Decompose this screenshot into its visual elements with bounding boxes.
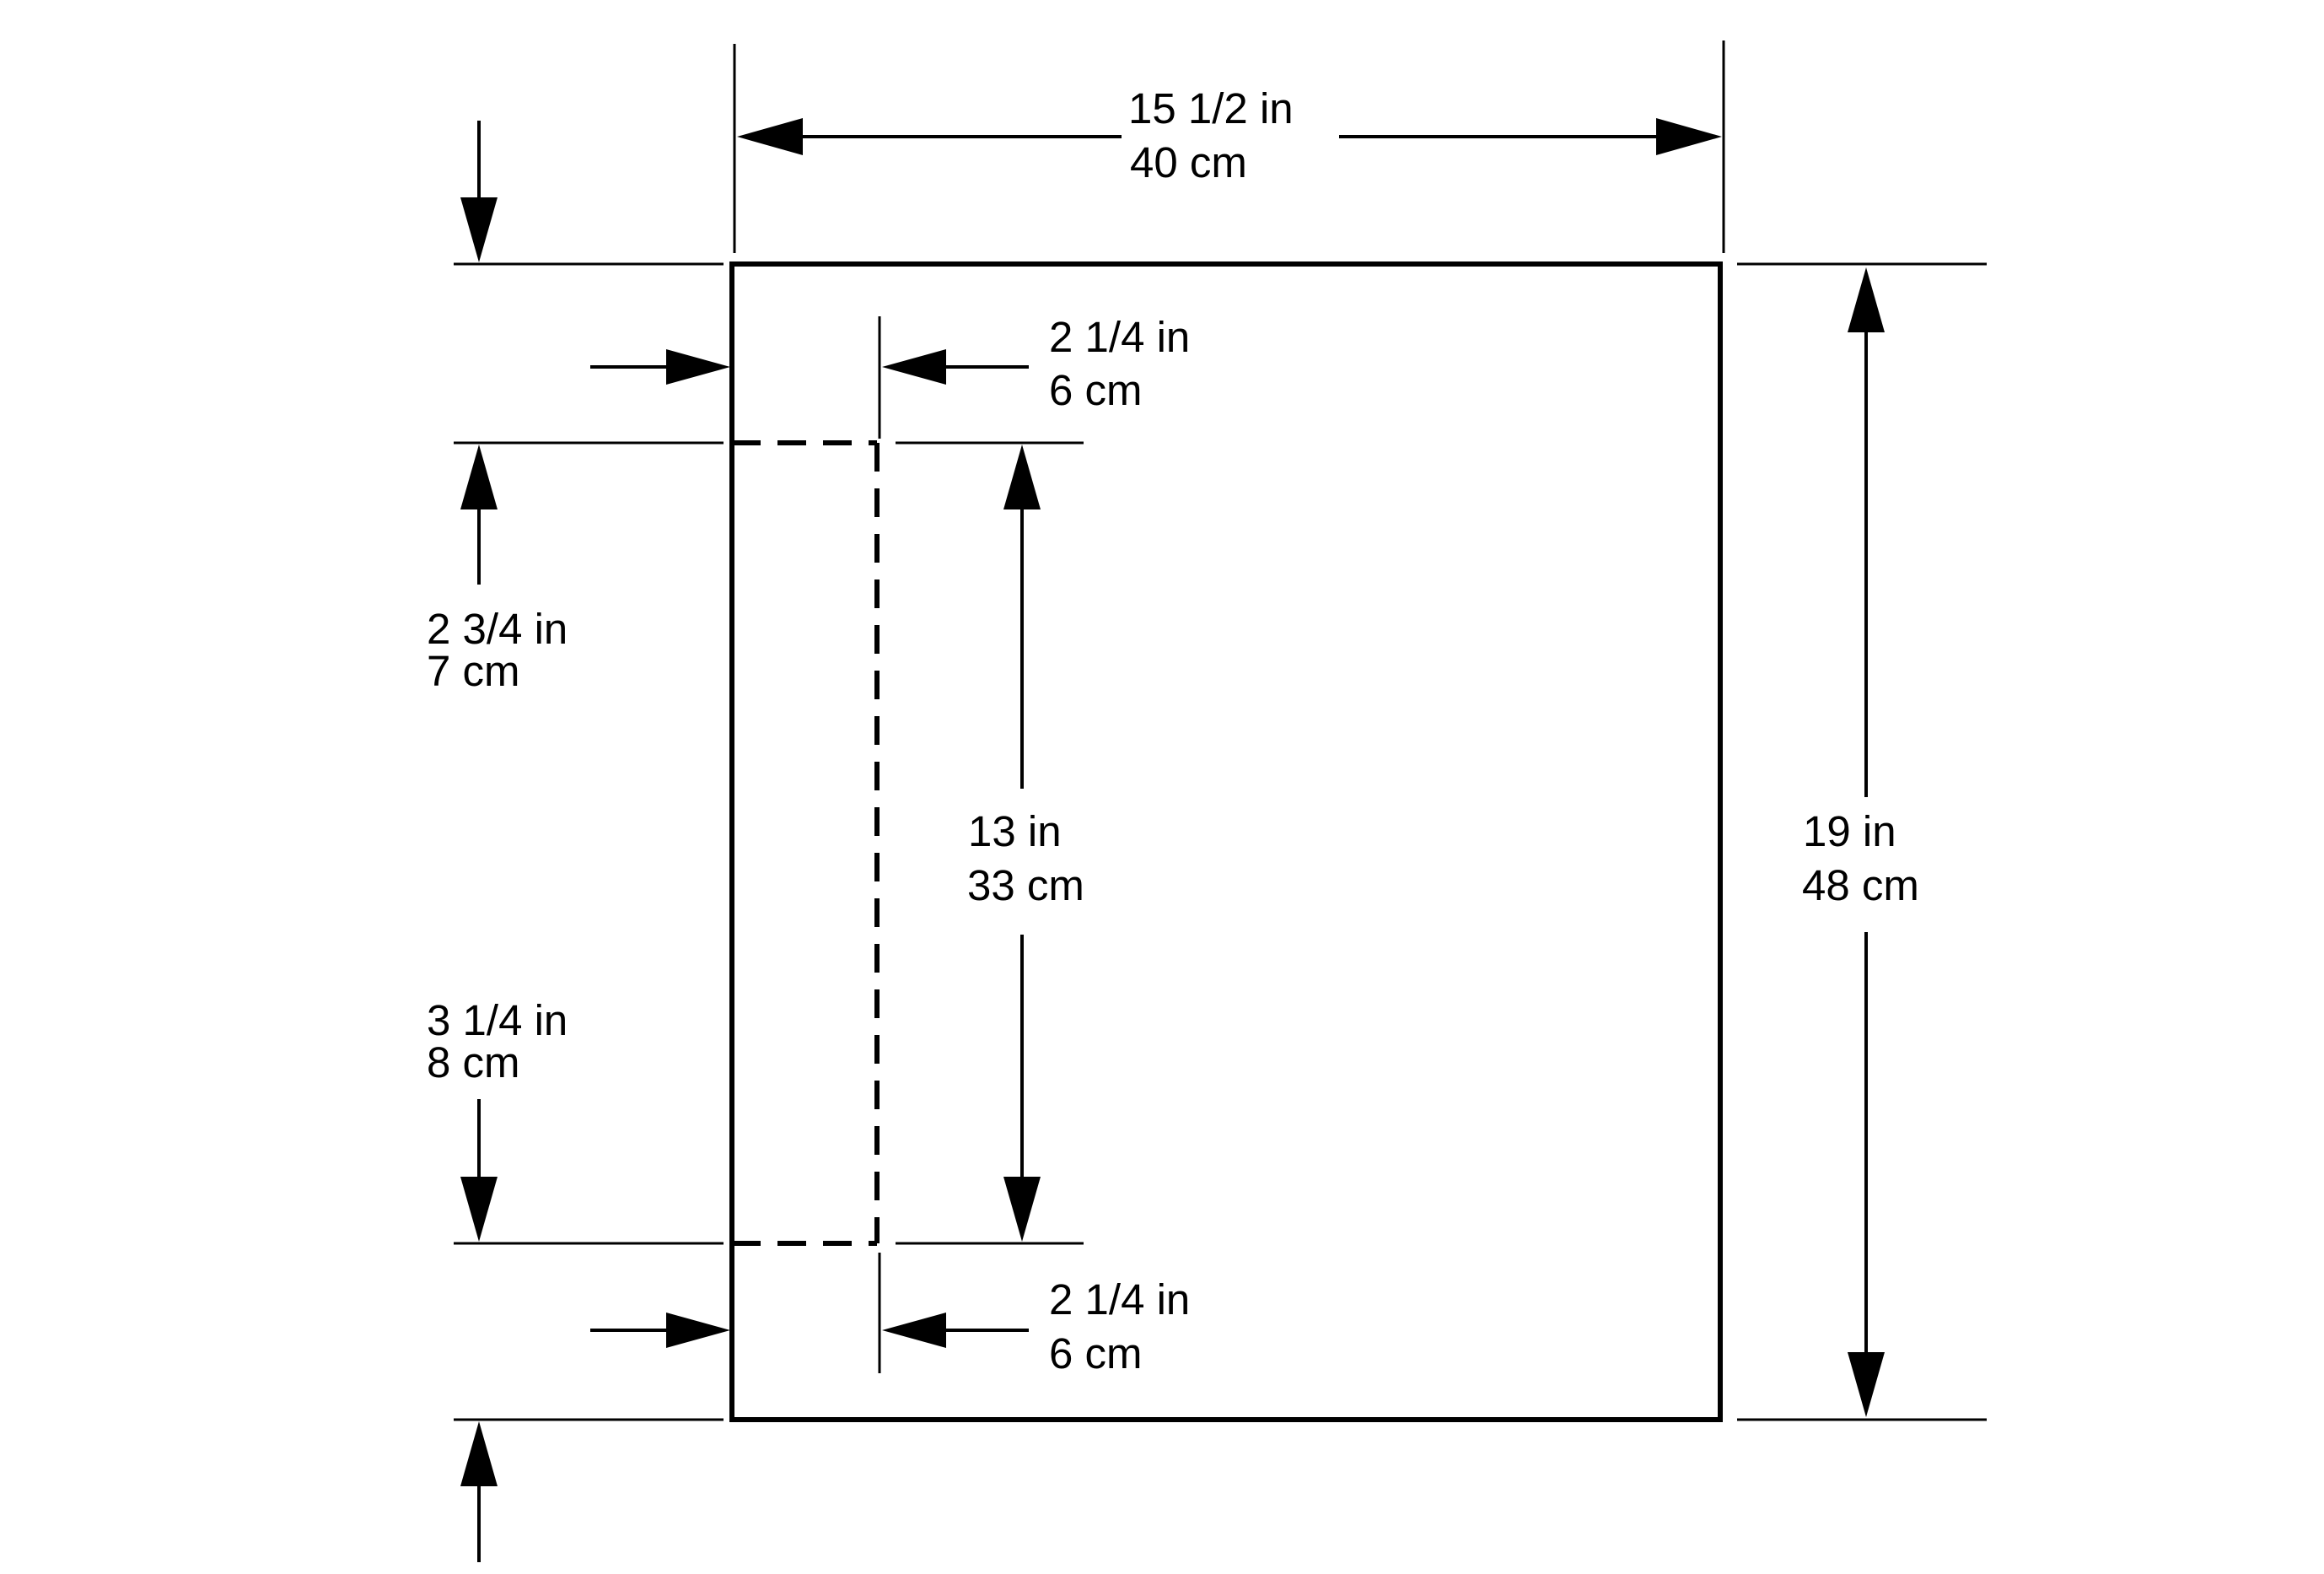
arrowhead-up-icon (460, 1421, 498, 1486)
left-inset-top-imperial: 2 1/4 in (1049, 313, 1190, 361)
top-offset-imperial: 2 3/4 in (427, 605, 568, 653)
overall-height-imperial: 19 in (1803, 807, 1896, 855)
arrowhead-down-icon (1003, 1177, 1041, 1242)
arrowhead-down-icon (1848, 1352, 1885, 1417)
arrowhead-right-icon (666, 1313, 730, 1348)
overall-width-metric: 40 cm (1130, 138, 1247, 186)
extension-lines (454, 40, 1987, 1421)
arrowheads (460, 118, 1885, 1486)
panel-outline (729, 261, 1723, 1422)
dimension-labels: 15 1/2 in 40 cm 19 in 48 cm 13 in 33 cm … (427, 84, 1919, 1377)
arrowhead-up-icon (460, 445, 498, 509)
arrowhead-up-icon (1003, 445, 1041, 509)
arrowhead-right-icon (1656, 118, 1722, 155)
overall-height-metric: 48 cm (1802, 861, 1919, 909)
arrowhead-left-icon (882, 1313, 946, 1348)
left-inset-bottom-imperial: 2 1/4 in (1049, 1275, 1190, 1323)
overall-width-imperial: 15 1/2 in (1128, 84, 1294, 132)
arrowhead-left-icon (737, 118, 803, 155)
bottom-offset-imperial: 3 1/4 in (427, 996, 568, 1044)
arrowhead-down-icon (460, 1177, 498, 1242)
arrowhead-down-icon (460, 197, 498, 262)
cutout-outline (732, 440, 880, 1246)
cutout-height-metric: 33 cm (967, 861, 1084, 909)
arrowhead-right-icon (666, 349, 730, 385)
arrowhead-up-icon (1848, 267, 1885, 332)
top-offset-metric: 7 cm (427, 647, 520, 695)
bottom-offset-metric: 8 cm (427, 1038, 520, 1086)
left-inset-top-metric: 6 cm (1049, 366, 1143, 414)
cutout-height-imperial: 13 in (968, 807, 1062, 855)
left-inset-bottom-metric: 6 cm (1049, 1329, 1143, 1377)
arrowhead-left-icon (882, 349, 946, 385)
